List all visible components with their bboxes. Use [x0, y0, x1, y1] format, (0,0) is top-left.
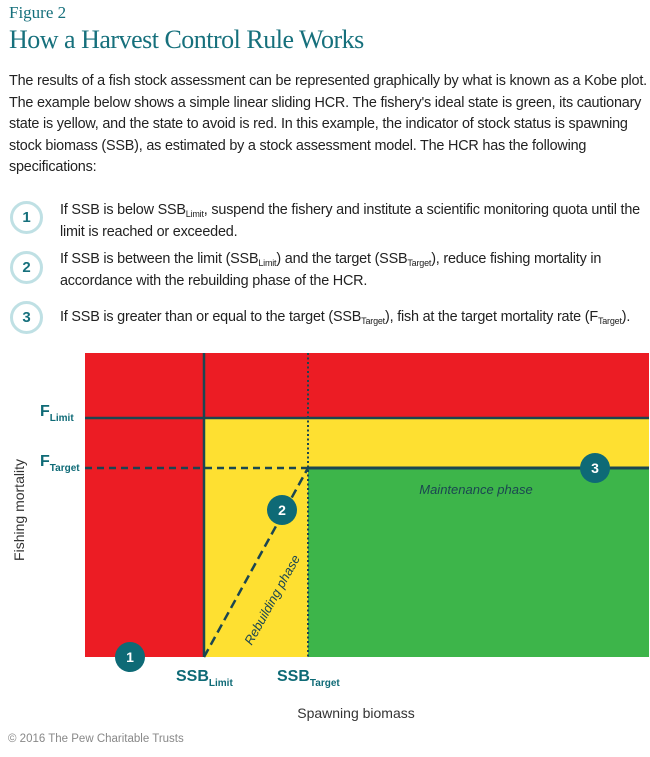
- rebuilding-line: [202, 467, 310, 658]
- text: If SSB is greater than or equal to the t…: [60, 309, 362, 325]
- text: ), reduce fishing mortality in accordanc…: [60, 251, 602, 289]
- text: ) and the target (SSB: [276, 251, 408, 267]
- ssb-target-label: SSBTarget: [277, 668, 340, 689]
- marker-1: 1: [115, 642, 145, 672]
- x-axis-label: Spawning biomass: [297, 705, 415, 721]
- subscript: Target: [597, 316, 622, 326]
- maintenance-phase-label: Maintenance phase: [419, 482, 532, 497]
- marker-label: 2: [278, 502, 286, 518]
- spec-text: If SSB is greater than or equal to the t…: [60, 306, 648, 328]
- f-limit-label: FLimit: [40, 403, 74, 424]
- copyright: © 2016 The Pew Charitable Trusts: [8, 733, 184, 745]
- subscript: Target: [407, 258, 432, 268]
- subscript: Target: [361, 316, 385, 326]
- marker-label: 1: [126, 649, 134, 665]
- y-axis-label: Fishing mortality: [11, 459, 27, 561]
- text: If SSB is between the limit (SSB: [60, 251, 259, 267]
- text: ), fish at the target mortality rate (F: [385, 309, 598, 325]
- green-zone: [308, 468, 649, 657]
- figure-title: How a Harvest Control Rule Works: [9, 25, 364, 54]
- spec-item-2: 2 If SSB is between the limit (SSBLimit)…: [10, 251, 650, 289]
- f-target-label: FTarget: [40, 453, 80, 474]
- spec-text: If SSB is below SSBLimit, suspend the fi…: [60, 199, 648, 243]
- subscript: Limit: [185, 209, 204, 219]
- spec-item-3: 3 If SSB is greater than or equal to the…: [10, 301, 650, 335]
- number-badge: 1: [10, 201, 43, 234]
- number-badge: 2: [10, 251, 43, 284]
- text: , suspend the fishery and institute a sc…: [60, 202, 640, 240]
- marker-2: 2: [267, 495, 297, 525]
- text: ).: [621, 309, 631, 325]
- subscript: Limit: [258, 258, 277, 268]
- spec-item-1: 1 If SSB is below SSBLimit, suspend the …: [10, 201, 650, 240]
- number-badge: 3: [10, 301, 43, 334]
- ssb-limit-label: SSBLimit: [176, 668, 233, 689]
- text: If SSB is below SSB: [60, 202, 186, 218]
- figure-label: Figure 2: [9, 3, 67, 22]
- marker-3: 3: [580, 453, 610, 483]
- kobe-plot: Rebuilding phase Maintenance phase 1 2 3…: [11, 353, 649, 721]
- intro-paragraph: The results of a fish stock assessment c…: [9, 73, 647, 175]
- marker-label: 3: [591, 460, 599, 476]
- spec-text: If SSB is between the limit (SSBLimit) a…: [60, 248, 648, 292]
